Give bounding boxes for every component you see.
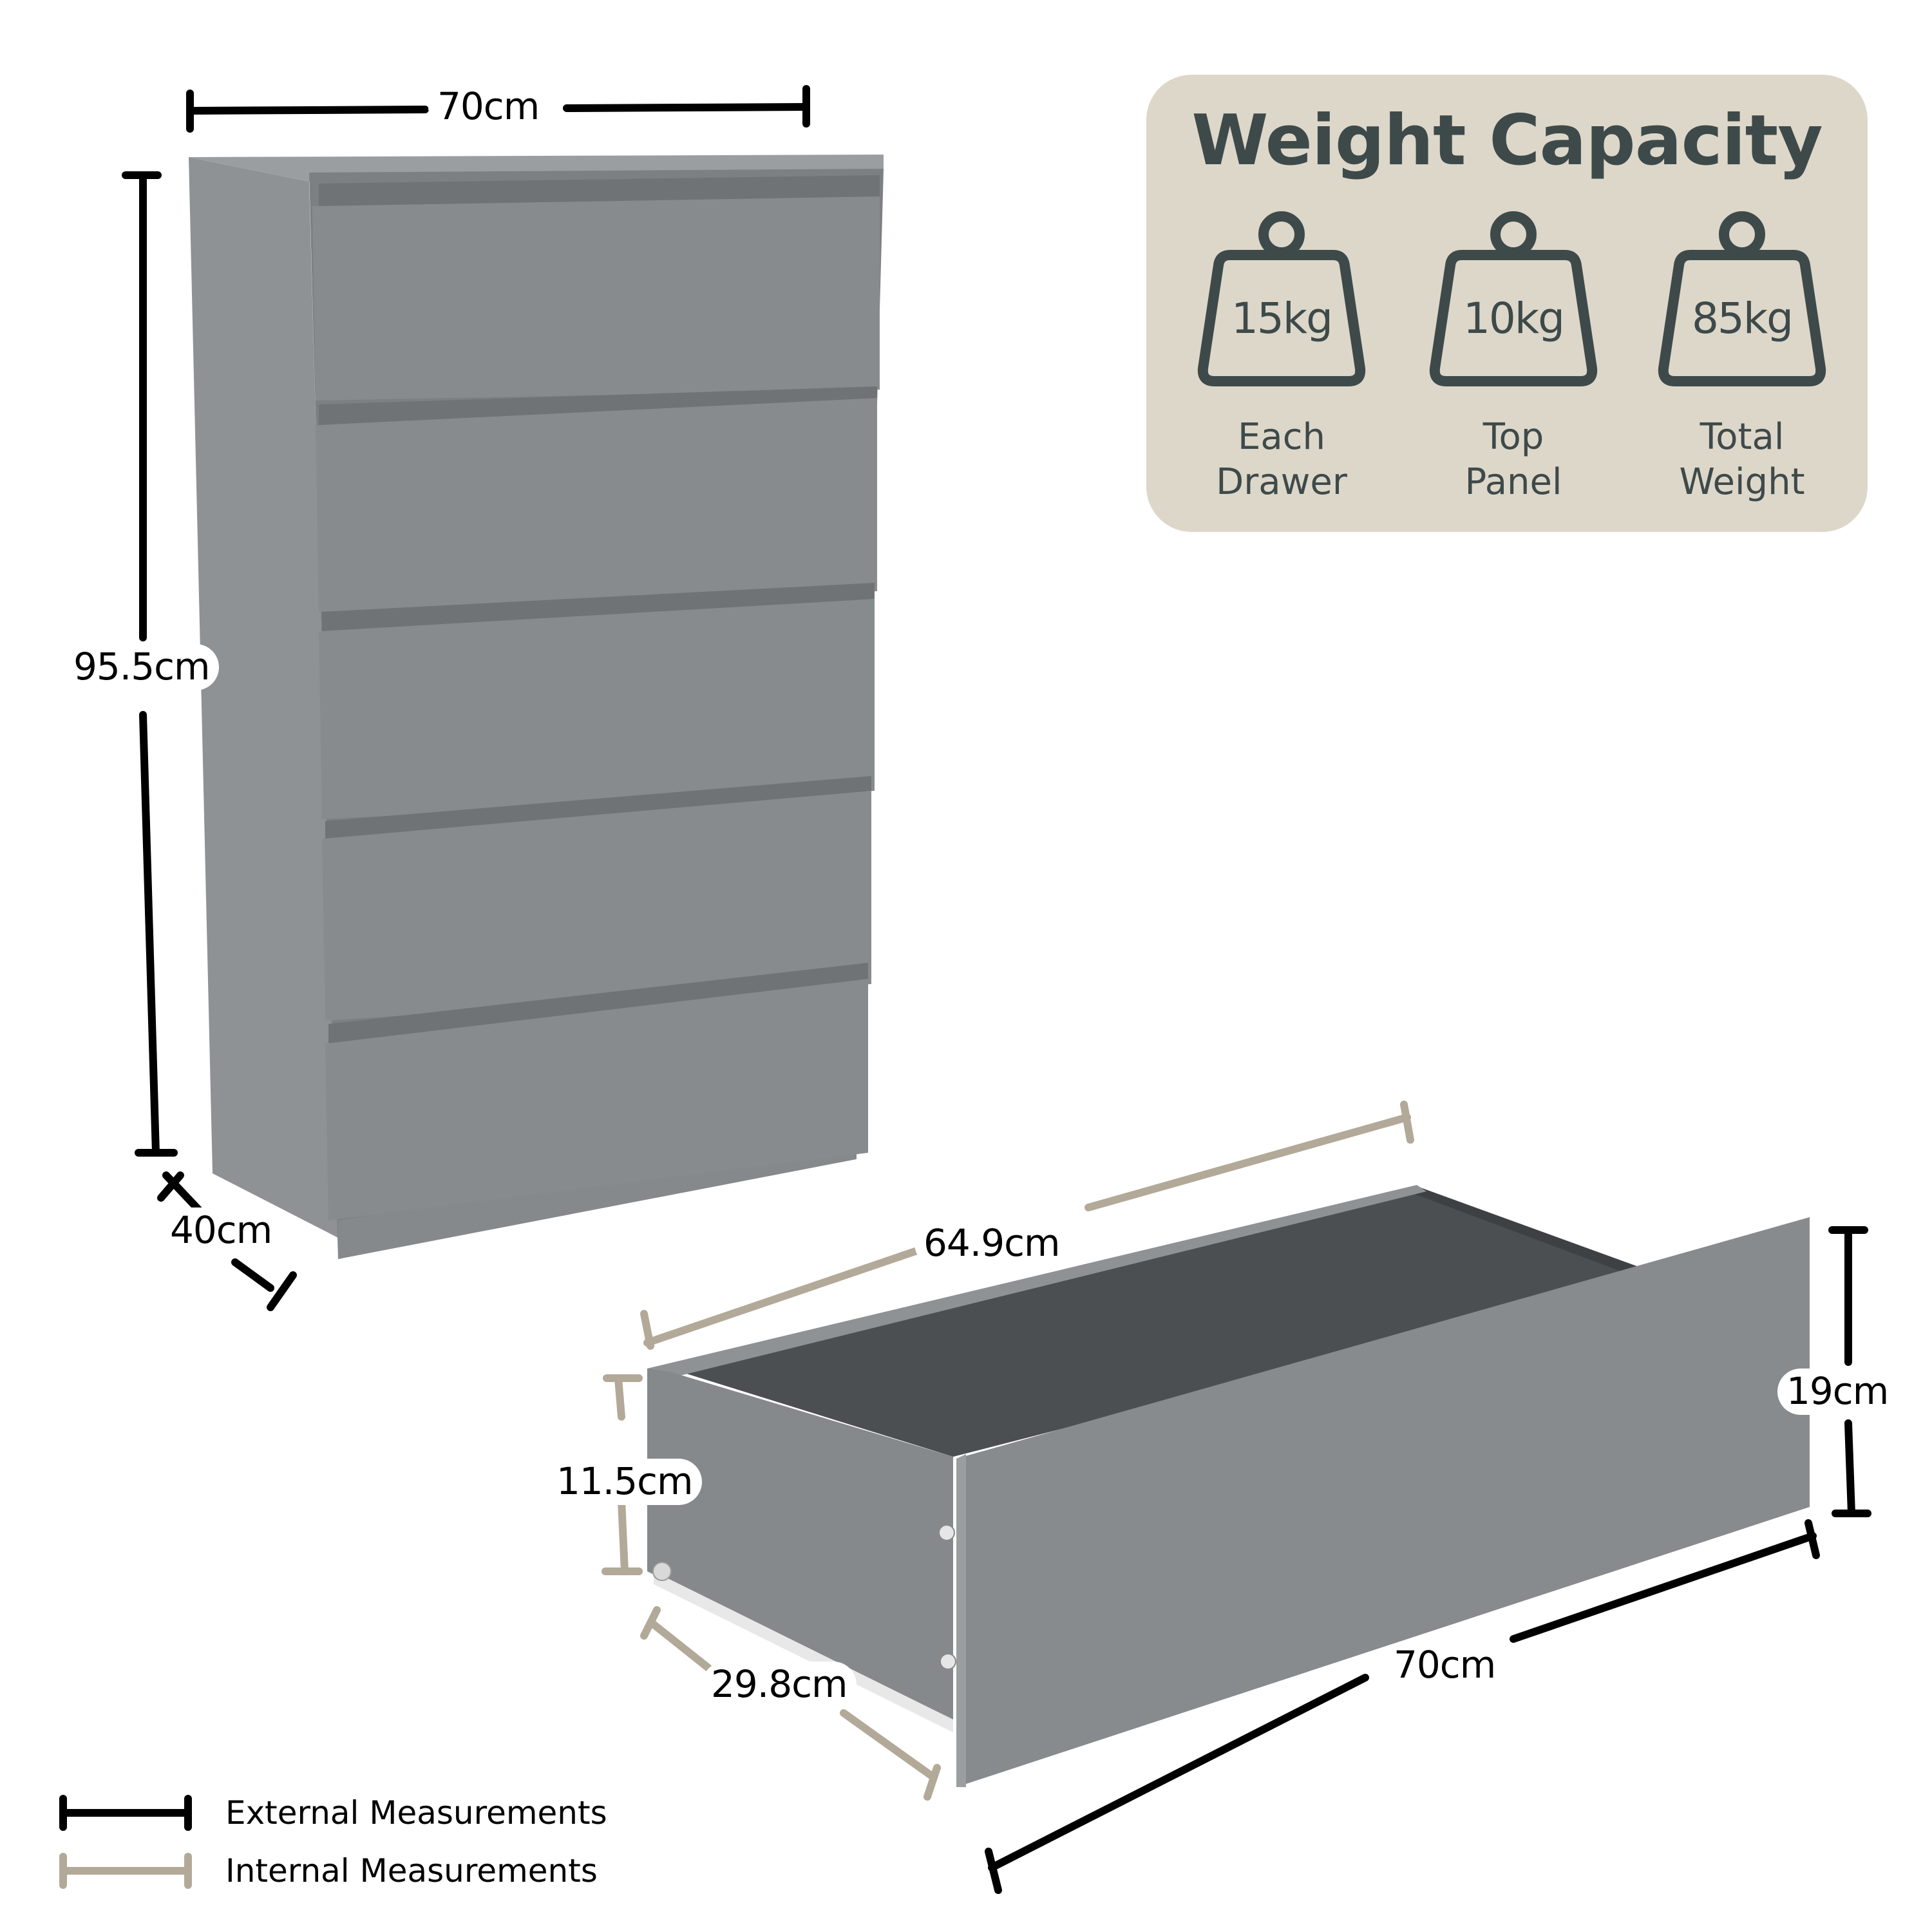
chest-height-label: 95.5cm [64, 644, 219, 690]
weight-icon [1658, 211, 1826, 386]
drawer-front-2 [316, 386, 877, 612]
chest-of-drawers [189, 155, 884, 1259]
drawer-internal-length-label: 64.9cm [914, 1220, 1069, 1267]
internal-measure-icon [59, 1853, 192, 1889]
drawer-internal-dimension-lines [601, 1101, 1414, 1801]
weight-capacity-panel: Weight Capacity 15kg Each Drawer 10kg To… [1146, 75, 1868, 532]
weight-caption: Top Panel [1417, 415, 1610, 505]
weight-caption-line1: Top [1482, 416, 1544, 458]
weight-caption-line2: Panel [1464, 461, 1562, 503]
weight-caption-line2: Weight [1679, 461, 1805, 503]
weight-value: 10kg [1463, 294, 1565, 343]
drawer-height-label: 19cm [1777, 1368, 1898, 1415]
weight-item-top-panel: 10kg Top Panel [1417, 204, 1610, 503]
weight-icon [1197, 211, 1366, 386]
weight-value: 15kg [1231, 294, 1333, 343]
drawer-internal-depth-label: 29.8cm [702, 1662, 857, 1708]
drawer-internal-height-label: 11.5cm [547, 1459, 702, 1505]
drawer-front-1 [312, 175, 880, 401]
external-measure-icon [59, 1795, 192, 1831]
chest-dimension-lines [122, 85, 810, 1311]
weight-item-total-weight: 85kg Total Weight [1645, 204, 1839, 503]
weight-capacity-title: Weight Capacity [1191, 100, 1823, 181]
weight-caption-line2: Drawer [1216, 461, 1347, 503]
drawer-width-label: 70cm [1385, 1642, 1505, 1689]
legend-external-label: External Measurements [225, 1794, 607, 1832]
weight-caption: Each Drawer [1185, 415, 1378, 505]
open-drawer [647, 1185, 1810, 1787]
chest-depth-label: 40cm [161, 1208, 281, 1254]
drawer-front-4 [322, 776, 871, 1021]
drawer-external-dimension-lines [985, 1226, 1871, 1894]
legend-internal-label: Internal Measurements [225, 1852, 598, 1889]
drawer-front-5 [325, 963, 868, 1220]
weight-item-each-drawer: 15kg Each Drawer [1185, 204, 1378, 503]
weight-caption-line1: Each [1238, 416, 1325, 458]
weight-caption: Total Weight [1645, 415, 1839, 505]
chest-width-label: 70cm [428, 84, 549, 130]
weight-icon [1429, 211, 1598, 386]
weight-caption-line1: Total [1700, 416, 1785, 458]
weight-value: 85kg [1691, 294, 1794, 343]
drawer-front-3 [319, 583, 875, 819]
legend-external: External Measurements [58, 1787, 607, 1839]
legend-internal: Internal Measurements [58, 1845, 598, 1897]
